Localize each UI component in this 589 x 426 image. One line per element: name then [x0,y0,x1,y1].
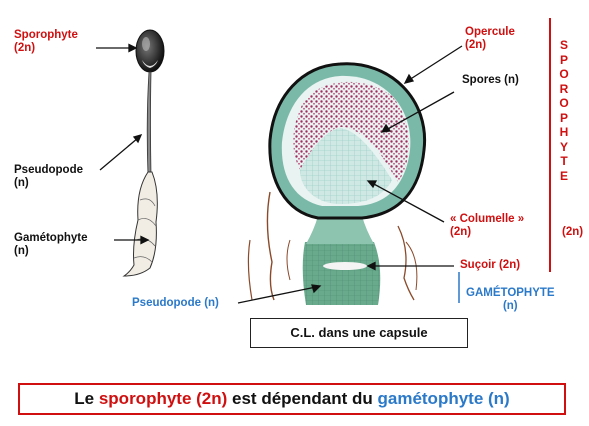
banner-gametophyte: gamétophyte (n) [377,389,510,408]
annotation-arrows [96,43,463,304]
seta-stalk [146,71,152,176]
gametophyte-caps-label: GAMÉTOPHYTE (n) [466,287,555,312]
banner-text-1: Le [74,389,99,408]
spores-label: Spores (n) [462,74,519,86]
section-caption: C.L. dans une capsule [250,318,468,348]
opercule-label: Opercule (2n) [465,26,515,51]
capsule-shape [135,29,165,73]
sucoir-label: Suçoir (2n) [460,259,521,271]
sporophyte-vertical-ploidy: (2n) [562,226,584,238]
capsule-highlight [142,60,158,68]
haustorium [323,262,367,270]
pseudopode-section-label: Pseudopode (n) [132,297,219,309]
sporophyte-vertical-label: S P O R O P H Y T E [559,38,569,183]
columelle-label: « Columelle » (2n) [450,213,525,238]
foot-tissue [302,242,381,305]
sporophyte-label: Sporophyte (2n) [14,29,78,54]
capsule-longitudinal-section [247,62,427,305]
banner-text-2: est dépendant du [227,389,378,408]
gametophyte-label: Gamétophyte (n) [14,232,88,257]
conclusion-banner: Le sporophyte (2n) est dépendant du gamé… [18,383,566,415]
leafy-gametophore [122,171,158,277]
pseudopode-label: Pseudopode (n) [14,164,84,189]
spore-mass [293,81,409,182]
columella [300,128,392,204]
banner-sporophyte: sporophyte (2n) [98,389,228,408]
whole-moss-plant [122,29,165,277]
